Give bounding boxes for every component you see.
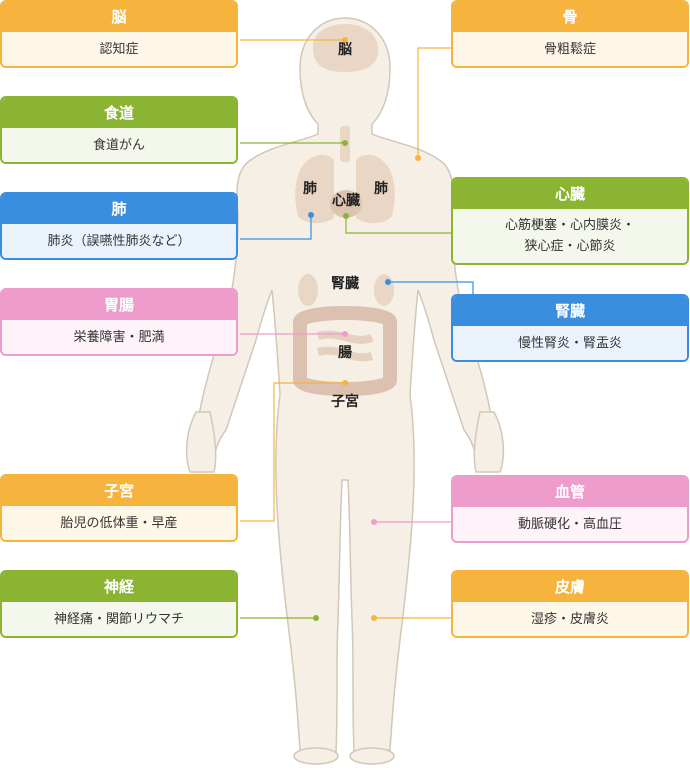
brain-box-text: 認知症 — [2, 32, 236, 66]
kidney-dot — [385, 279, 391, 285]
organ-label-kidney: 腎臓 — [331, 276, 359, 292]
brain-organ — [313, 24, 378, 72]
vessel-box-text: 動脈硬化・高血圧 — [453, 507, 687, 541]
skin-box-text: 湿疹・皮膚炎 — [453, 602, 687, 636]
organ-label-heart: 心臓 — [332, 193, 360, 209]
skin-dot — [371, 615, 377, 621]
right-lung — [356, 154, 395, 224]
esophagus-box-title: 食道 — [2, 98, 236, 128]
bone-box-text: 骨粗鬆症 — [453, 32, 687, 66]
brain-box-title: 脳 — [2, 2, 236, 32]
left-foot — [293, 747, 339, 765]
bone-leader — [417, 47, 452, 158]
brain-box: 脳 認知症 — [0, 0, 238, 68]
heart-box: 心臓 心筋梗塞・心内膜炎・ 狭心症・心節炎 — [451, 177, 689, 265]
organ-label-lung-right: 肺 — [374, 181, 388, 197]
organ-label-intestine: 腸 — [338, 345, 352, 361]
lung-leader — [240, 215, 312, 240]
kidney-box-title: 腎臓 — [453, 296, 687, 326]
heart-box-text: 心筋梗塞・心内膜炎・ 狭心症・心節炎 — [453, 209, 687, 263]
brain-dot — [342, 37, 348, 43]
uterus-leader — [240, 382, 345, 522]
heart-organ — [330, 190, 362, 218]
esophagus-dot — [342, 140, 348, 146]
bone-box-title: 骨 — [453, 2, 687, 32]
vessel-box: 血管 動脈硬化・高血圧 — [451, 475, 689, 543]
kidney-box-text: 慢性腎炎・腎盂炎 — [453, 326, 687, 360]
organ-label-uterus: 子宮 — [331, 394, 359, 410]
bone-dot — [415, 155, 421, 161]
small-intestine — [316, 330, 374, 362]
esophagus-box: 食道 食道がん — [0, 96, 238, 164]
vessel-dot — [371, 519, 377, 525]
left-hand — [185, 411, 217, 473]
lung-box: 肺 肺炎（誤嚥性肺炎など） — [0, 192, 238, 260]
nerve-dot — [313, 615, 319, 621]
heart-box-line1: 心筋梗塞・心内膜炎・ — [504, 218, 635, 233]
uterus-box-title: 子宮 — [2, 476, 236, 506]
left-lung — [295, 154, 334, 224]
bone-box: 骨 骨粗鬆症 — [451, 0, 689, 68]
kidney-box: 腎臓 慢性腎炎・腎盂炎 — [451, 294, 689, 362]
right-kidney — [374, 274, 394, 306]
left-kidney — [298, 274, 318, 306]
skin-box: 皮膚 湿疹・皮膚炎 — [451, 570, 689, 638]
right-foot — [349, 747, 395, 765]
nerve-box-text: 神経痛・関節リウマチ — [2, 602, 236, 636]
right-hand — [473, 411, 505, 473]
uterus-box-text: 胎児の低体重・早産 — [2, 506, 236, 540]
heart-box-title: 心臓 — [453, 179, 687, 209]
esophagus-box-text: 食道がん — [2, 128, 236, 162]
heart-box-line2: 狭心症・心節炎 — [524, 239, 616, 254]
skin-box-title: 皮膚 — [453, 572, 687, 602]
uterus-box: 子宮 胎児の低体重・早産 — [0, 474, 238, 542]
heart-leader — [345, 216, 452, 234]
nerve-box: 神経 神経痛・関節リウマチ — [0, 570, 238, 638]
stomach-box: 胃腸 栄養障害・肥満 — [0, 288, 238, 356]
nerve-box-title: 神経 — [2, 572, 236, 602]
lung-box-text: 肺炎（誤嚥性肺炎など） — [2, 224, 236, 258]
intestine-organ — [293, 306, 397, 396]
organ-label-brain: 脳 — [338, 42, 352, 58]
stomach-box-text: 栄養障害・肥満 — [2, 320, 236, 354]
lung-dot — [308, 212, 314, 218]
heart-dot — [343, 213, 349, 219]
organ-label-lung-left: 肺 — [303, 181, 317, 197]
lung-box-title: 肺 — [2, 194, 236, 224]
vessel-box-title: 血管 — [453, 477, 687, 507]
stomach-box-title: 胃腸 — [2, 290, 236, 320]
uterus-dot — [342, 380, 348, 386]
stomach-dot — [342, 331, 348, 337]
